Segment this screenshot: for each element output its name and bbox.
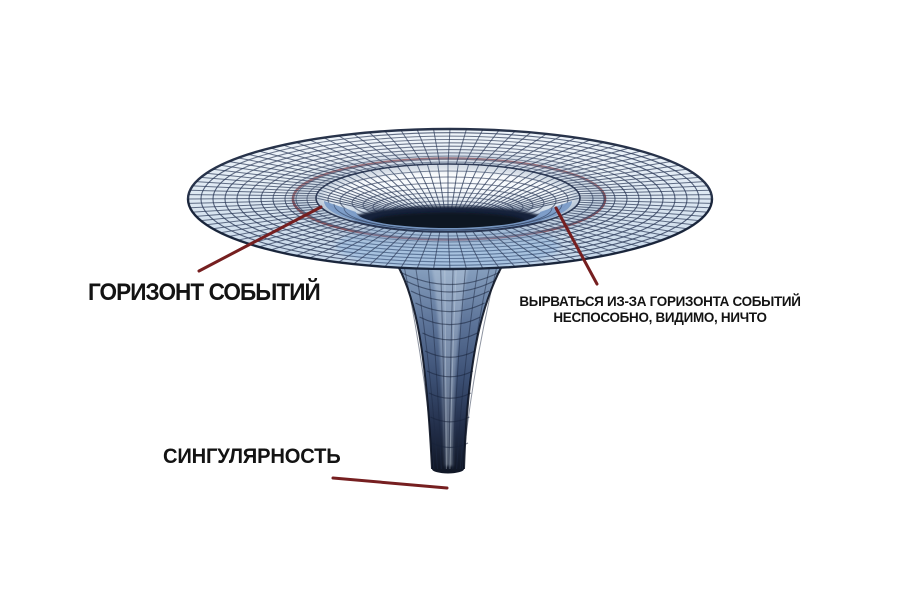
inner-rim-edge: [315, 163, 581, 233]
escape-note-line1: ВЫРВАТЬСЯ ИЗ-ЗА ГОРИЗОНТА СОБЫТИЙ: [519, 293, 801, 309]
escape-note-pointer-line: [554, 206, 599, 286]
singularity-pointer-line: [331, 476, 449, 490]
escape-note-line2: НЕСПОСОБНО, ВИДИМО, НИЧТО: [553, 309, 767, 325]
escape-note-label: ВЫРВАТЬСЯ ИЗ-ЗА ГОРИЗОНТА СОБЫТИЙ НЕСПОС…: [504, 293, 815, 325]
funnel-stem: [397, 265, 503, 474]
annotation-pointer-lines: [197, 205, 599, 490]
event-horizon-label: ГОРИЗОНТ СОБЫТИЙ: [88, 279, 321, 306]
funnel-throat-interior: [316, 164, 580, 232]
event-horizon-pointer-line: [197, 205, 323, 273]
singularity-label: СИНГУЛЯРНОСТЬ: [163, 445, 341, 468]
disk-radial-lines: [187, 128, 713, 270]
